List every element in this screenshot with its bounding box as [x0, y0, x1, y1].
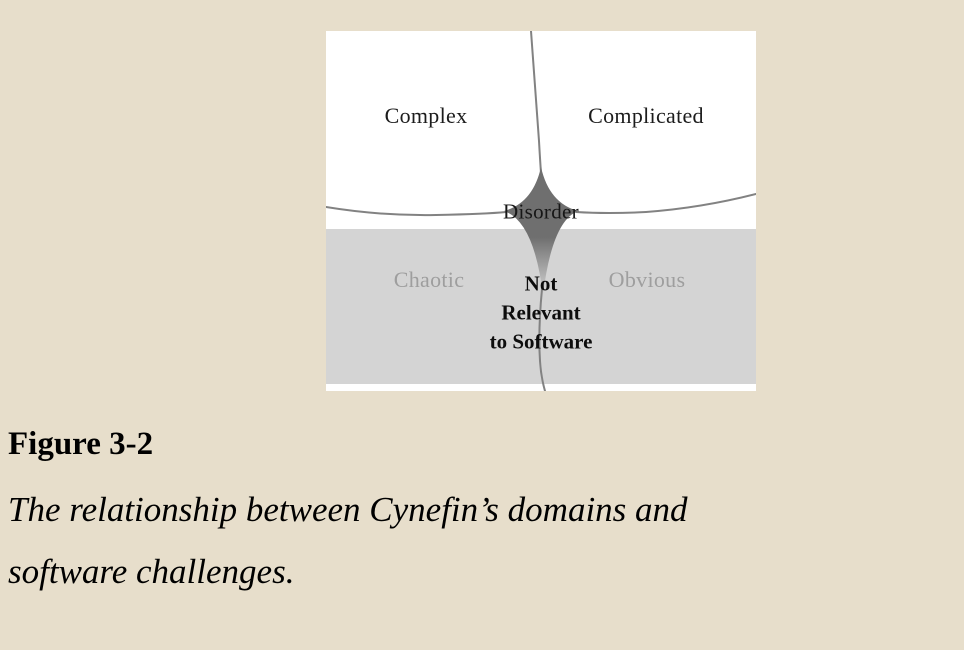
figure-caption-line-2: software challenges. — [8, 552, 295, 591]
cynefin-diagram: Complex Complicated Disorder Chaotic Obv… — [326, 31, 756, 391]
not-relevant-line-2: Relevant — [501, 300, 581, 325]
figure-caption-block: Figure 3-2 The relationship between Cyne… — [8, 426, 956, 603]
not-relevant-line-3: to Software — [489, 329, 593, 354]
not-relevant-label: Not Relevant to Software — [490, 270, 593, 357]
complex-domain-label: Complex — [384, 103, 468, 128]
left-divider-curve — [326, 206, 507, 217]
right-divider-curve — [575, 193, 756, 214]
obvious-domain-label: Obvious — [608, 267, 686, 292]
figure-label: Figure 3-2 — [8, 426, 154, 462]
disorder-domain-label: Disorder — [503, 199, 579, 224]
disorder-blob — [504, 167, 578, 295]
cynefin-diagram-graphic — [326, 31, 756, 391]
figure-caption-line-1: The relationship between Cynefin’s domai… — [8, 490, 688, 529]
chaotic-domain-label: Chaotic — [393, 267, 465, 292]
not-relevant-line-1: Not — [524, 271, 558, 296]
top-divider-curve — [530, 31, 542, 174]
bottom-divider-curve — [538, 288, 546, 391]
complicated-domain-label: Complicated — [588, 103, 704, 128]
